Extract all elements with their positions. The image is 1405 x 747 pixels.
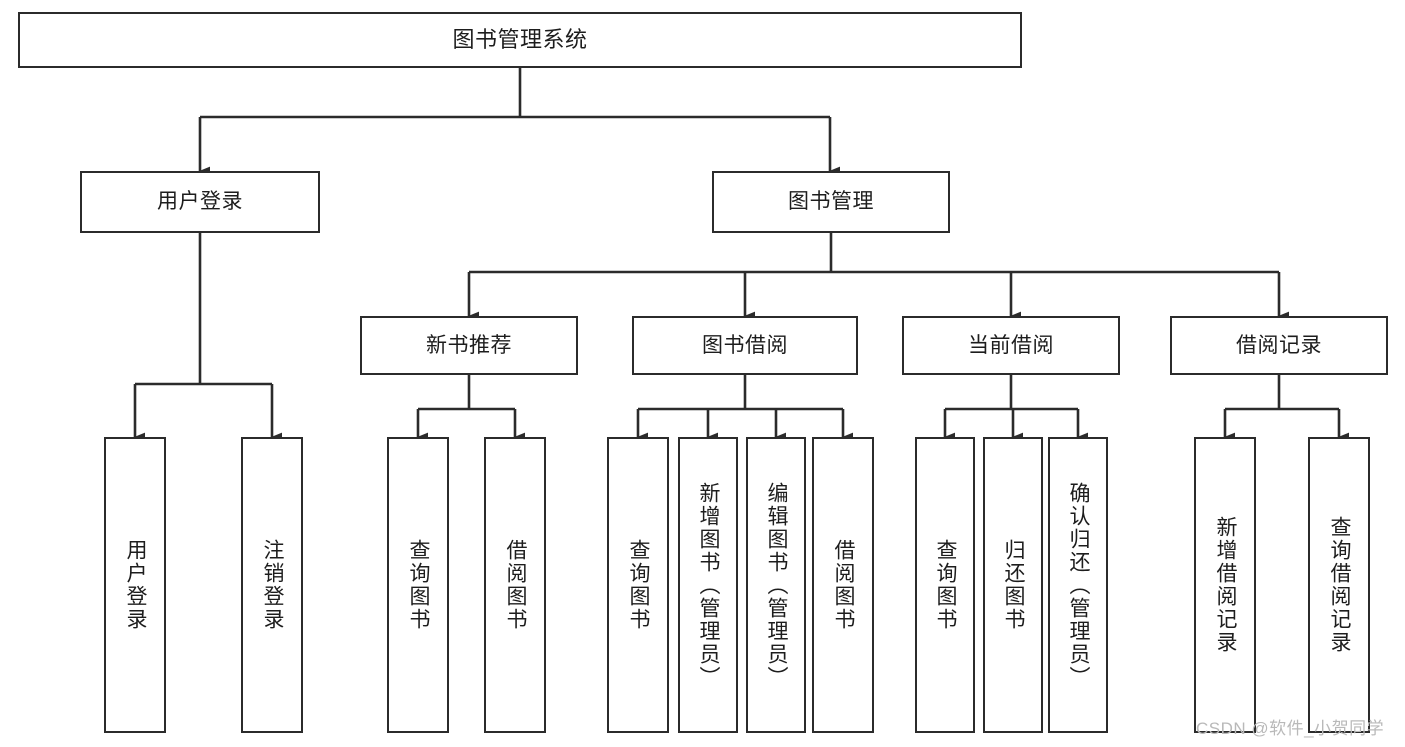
leaf-query-book-2[interactable]: 查询图书 bbox=[607, 437, 669, 733]
csdn-watermark: CSDN @软件_小贺同学 bbox=[1196, 719, 1385, 738]
leaf-borrow-book-2[interactable]: 借阅图书 bbox=[812, 437, 874, 733]
leaf-query-borrow-record[interactable]: 查询借阅记录 bbox=[1308, 437, 1370, 733]
node-label: 用户登录 bbox=[157, 190, 243, 214]
node-book-manage[interactable]: 图书管理 bbox=[712, 171, 950, 233]
node-label: 借阅记录 bbox=[1236, 333, 1322, 357]
leaf-confirm-return[interactable]: 确认归还（管理员） bbox=[1048, 437, 1108, 733]
leaf-add-borrow-record[interactable]: 新增借阅记录 bbox=[1194, 437, 1256, 733]
node-label: 图书管理系统 bbox=[452, 26, 588, 52]
node-label: 新增借阅记录 bbox=[1214, 516, 1238, 654]
node-new-book-recommend[interactable]: 新书推荐 bbox=[360, 316, 578, 375]
leaf-return-book[interactable]: 归还图书 bbox=[983, 437, 1043, 733]
node-label: 当前借阅 bbox=[968, 333, 1054, 357]
node-label: 查询图书 bbox=[627, 539, 651, 631]
node-label: 图书借阅 bbox=[702, 333, 788, 357]
leaf-logout[interactable]: 注销登录 bbox=[241, 437, 303, 733]
node-label: 编辑图书（管理员） bbox=[765, 481, 789, 689]
leaf-edit-book[interactable]: 编辑图书（管理员） bbox=[746, 437, 806, 733]
leaf-add-book[interactable]: 新增图书（管理员） bbox=[678, 437, 738, 733]
node-label: 查询借阅记录 bbox=[1328, 516, 1352, 654]
node-label: 查询图书 bbox=[407, 539, 431, 631]
node-label: 图书管理 bbox=[788, 190, 874, 214]
node-label: 确认归还（管理员） bbox=[1067, 481, 1091, 689]
leaf-borrow-book-1[interactable]: 借阅图书 bbox=[484, 437, 546, 733]
node-borrow-record[interactable]: 借阅记录 bbox=[1170, 316, 1388, 375]
leaf-user-login[interactable]: 用户登录 bbox=[104, 437, 166, 733]
node-label: 用户登录 bbox=[124, 539, 148, 631]
node-label: 查询图书 bbox=[934, 539, 958, 631]
node-label: 借阅图书 bbox=[504, 539, 528, 631]
node-label: 借阅图书 bbox=[832, 539, 856, 631]
node-book-borrow[interactable]: 图书借阅 bbox=[632, 316, 858, 375]
leaf-query-book-3[interactable]: 查询图书 bbox=[915, 437, 975, 733]
node-label: 新增图书（管理员） bbox=[697, 481, 721, 689]
node-label: 归还图书 bbox=[1002, 539, 1026, 631]
node-label: 注销登录 bbox=[261, 539, 285, 631]
node-label: 新书推荐 bbox=[426, 333, 512, 357]
leaf-query-book-1[interactable]: 查询图书 bbox=[387, 437, 449, 733]
node-user-login[interactable]: 用户登录 bbox=[80, 171, 320, 233]
node-current-borrow[interactable]: 当前借阅 bbox=[902, 316, 1120, 375]
node-root-system[interactable]: 图书管理系统 bbox=[18, 12, 1022, 68]
